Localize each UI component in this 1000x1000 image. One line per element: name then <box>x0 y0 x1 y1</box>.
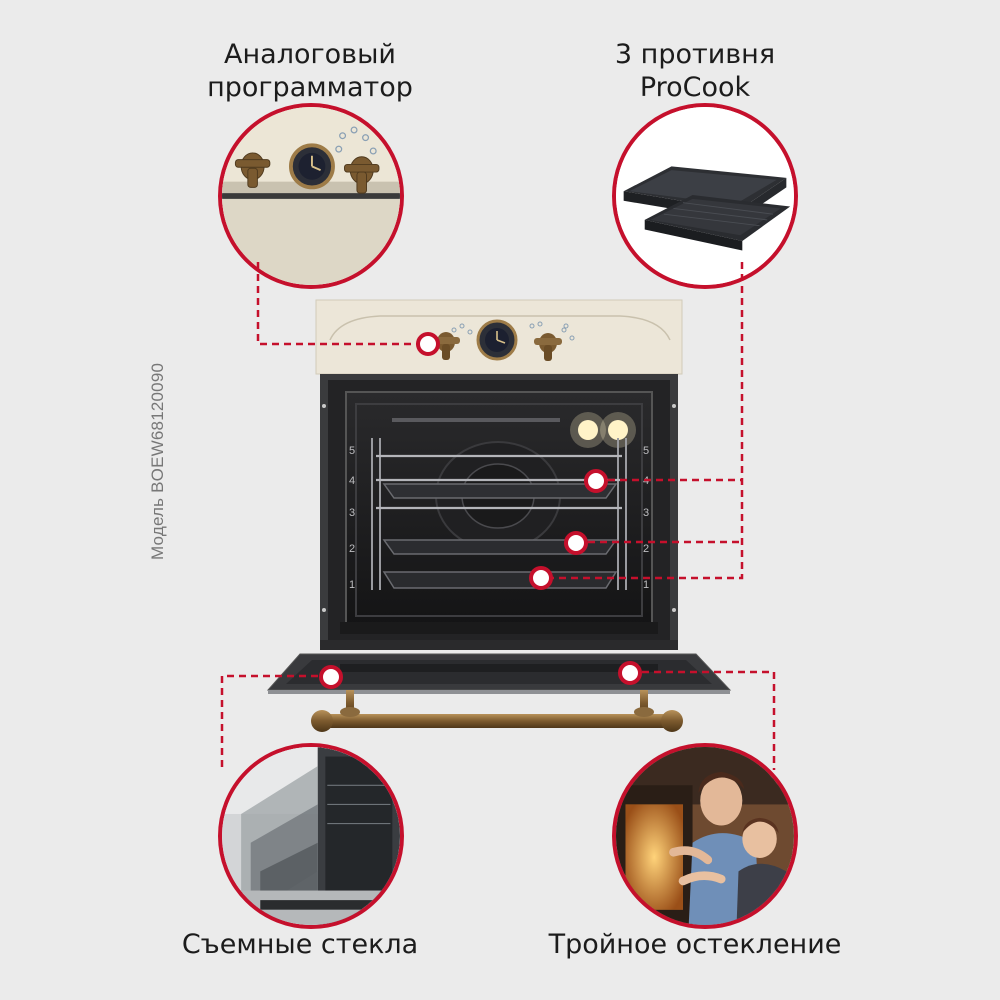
callout-marker-tray-top <box>584 469 608 493</box>
oven-lamp-icon <box>578 420 598 440</box>
feature-label-removable-glass: Съемные стекла <box>181 929 419 960</box>
shelf-number-right: 3 <box>643 507 649 519</box>
zoom-circle-glass <box>218 743 404 929</box>
zoom-circle-trays <box>612 103 798 289</box>
feature-label-analog-programmer: Аналоговый программатор <box>207 39 413 103</box>
function-knob-icon <box>432 332 460 360</box>
glass-closeup-image <box>222 747 400 925</box>
oven-door-open <box>266 653 732 694</box>
callout-marker-tray-bottom <box>529 566 553 590</box>
callout-marker-tray-middle <box>564 531 588 555</box>
temperature-knob-icon <box>534 333 562 361</box>
callout-marker-glazing <box>618 661 642 685</box>
callout-lines <box>220 262 776 770</box>
oven-lamp-icon <box>608 420 628 440</box>
oven-door-frame <box>320 374 678 650</box>
shelf-number-left: 3 <box>349 507 355 519</box>
shelf-number-right: 1 <box>643 579 649 591</box>
shelf-number-right: 5 <box>643 445 649 457</box>
shelf-number-right: 2 <box>643 543 649 555</box>
callout-markers <box>319 332 642 689</box>
feature-label-baking-trays: 3 противня ProCook <box>614 39 776 103</box>
shelf-number-left: 1 <box>349 579 355 591</box>
oven-control-panel <box>315 299 683 375</box>
callout-marker-glass <box>319 665 343 689</box>
shelf-number-left: 4 <box>349 475 355 487</box>
callout-marker-programmer <box>416 332 440 356</box>
trays-closeup-image <box>616 107 794 285</box>
shelf-number-left: 2 <box>349 543 355 555</box>
shelf-number-left: 5 <box>349 445 355 457</box>
feature-label-triple-glazing: Тройное остекление <box>548 929 842 960</box>
oven-handle <box>311 690 683 732</box>
